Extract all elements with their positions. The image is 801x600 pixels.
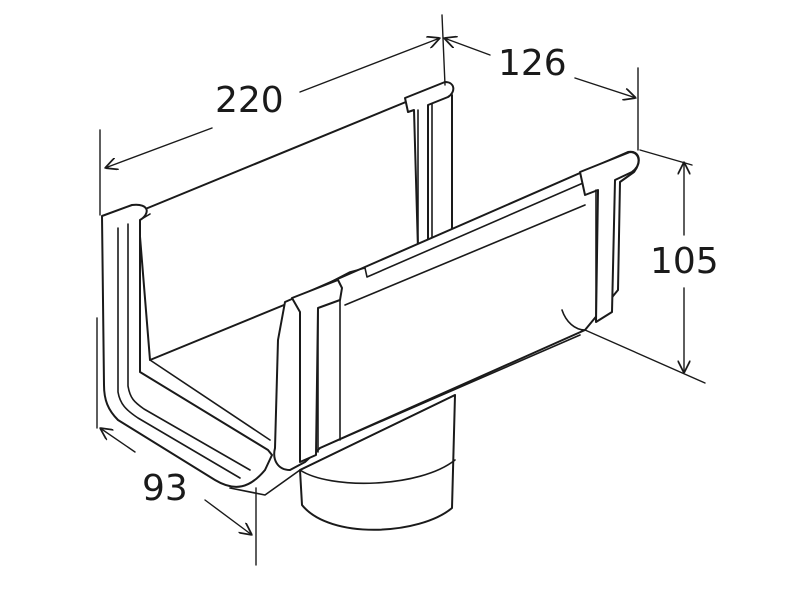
dimension-depth-label: 126 [498,43,567,84]
dimension-height-label: 105 [650,241,719,282]
gutter-floor [149,359,456,496]
front-wall [273,150,640,471]
dimension-depth: 126 [444,38,639,151]
dimension-height: 105 [584,149,719,384]
dimension-width-label: 93 [142,468,188,509]
dimension-width: 93 [96,317,257,566]
outlet-pipe [299,394,456,531]
dimension-length: 220 [99,14,446,216]
dimension-length-label: 220 [215,80,284,121]
left-end-profile [101,203,273,488]
